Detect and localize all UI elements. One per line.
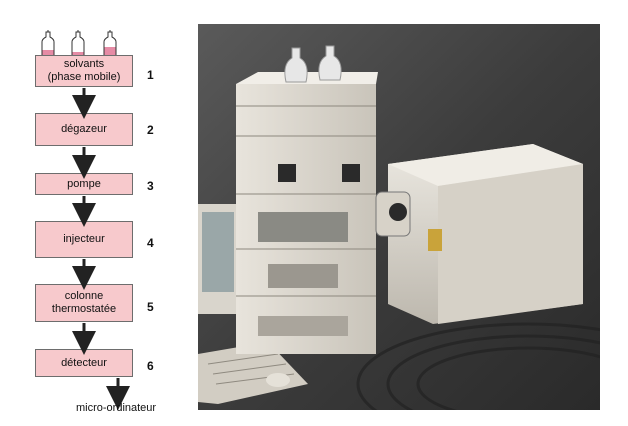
solvent-bottles-icon (41, 30, 117, 56)
step-label-line1: détecteur (61, 356, 107, 369)
hplc-instrument-photo (198, 24, 600, 410)
step-number: 6 (147, 359, 154, 373)
step-number: 2 (147, 123, 154, 137)
step-label-line1: dégazeur (61, 123, 107, 135)
step-number: 5 (147, 300, 154, 314)
flow-arrows (72, 88, 130, 410)
step-label-line1: colonne (64, 290, 104, 302)
step-box-degazeur: dégazeur (35, 113, 133, 146)
step-label-line1: pompe (67, 177, 101, 190)
step-number: 3 (147, 179, 154, 193)
step-label-line2: (phase mobile) (47, 71, 121, 83)
step-box-solvants: solvants (phase mobile) (35, 55, 133, 87)
step-number: 4 (147, 236, 154, 250)
output-label: micro-ordinateur (76, 402, 157, 414)
step-label-line1: solvants (63, 58, 105, 70)
step-box-injecteur: injecteur (35, 221, 133, 258)
step-label-line2: thermostatée (51, 303, 117, 315)
step-label-line1: injecteur (63, 233, 105, 245)
step-box-colonne: colonne thermostatée (35, 284, 133, 322)
step-number: 1 (147, 68, 154, 82)
